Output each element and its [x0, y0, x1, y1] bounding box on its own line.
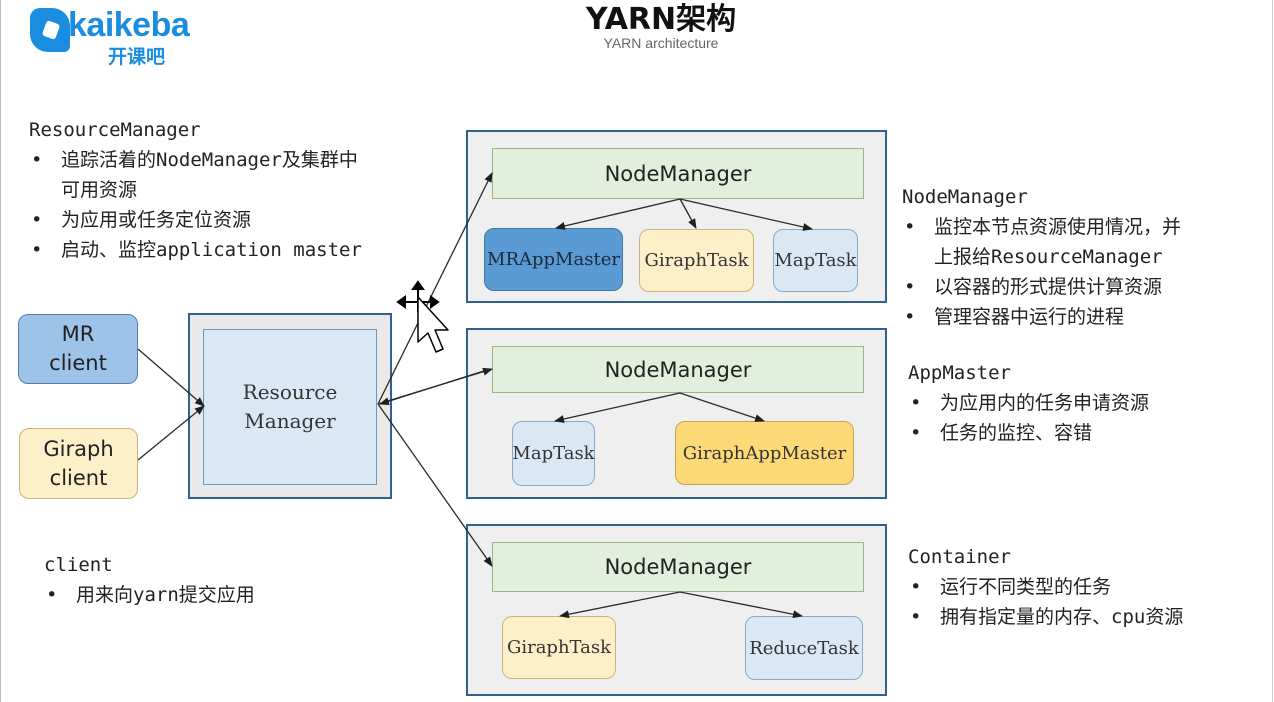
map-task-1: MapTask: [773, 229, 858, 292]
giraph-client-line1: Giraph: [43, 436, 114, 461]
reduce-task: ReduceTask: [745, 616, 863, 680]
nm-desc-item: 管理容器中运行的进程: [902, 302, 1181, 332]
rm-desc-item-text: 可用资源: [61, 179, 138, 201]
nm-desc-item: 监控本节点资源使用情况，并: [902, 212, 1181, 242]
mr-client-to-rm-arrow: [137, 348, 205, 407]
nm1-to-mrappmaster-arrow: [555, 198, 681, 230]
node2-to-rm-arrow: [379, 368, 491, 406]
container-desc-heading: Container: [908, 546, 1011, 568]
rm-to-node3-arrow: [377, 403, 493, 567]
container-desc-item: 运行不同类型的任务: [908, 572, 1183, 602]
node-manager-2: NodeManager: [492, 346, 864, 393]
nm-desc-item-continued: 上报给ResourceManager: [902, 242, 1181, 272]
rm-desc-item-continued: 可用资源: [29, 175, 362, 205]
kaikeba-logo: kaikeba 开课吧: [28, 6, 190, 68]
giraph-client-line2: client: [49, 465, 108, 490]
nm2-to-maptask-arrow: [554, 392, 681, 423]
logo-sub-text: 开课吧: [108, 46, 166, 68]
am-desc-item: 为应用内的任务申请资源: [908, 388, 1149, 418]
arrow-pointer-icon: [417, 296, 449, 353]
mr-client-box: MR client: [18, 314, 138, 384]
node-manager-3: NodeManager: [492, 542, 864, 592]
node-manager-description: NodeManager 监控本节点资源使用情况，并 上报给ResourceMan…: [902, 182, 1181, 332]
rm-desc-heading: ResourceManager: [29, 119, 201, 141]
client-desc-heading: client: [44, 554, 113, 576]
logo-mark-icon: [30, 8, 70, 52]
container-desc-item: 拥有指定量的内存、cpu资源: [908, 602, 1183, 632]
giraph-task-1: GiraphTask: [639, 229, 754, 292]
app-master-description: AppMaster 为应用内的任务申请资源 任务的监控、容错: [908, 358, 1149, 448]
resource-manager-box: Resource Manager: [203, 329, 377, 485]
client-description: client 用来向yarn提交应用: [44, 550, 255, 610]
nm2-to-giraphappmaster-arrow: [679, 392, 765, 422]
page-subtitle: YARN architecture: [603, 35, 719, 51]
giraph-client-box: Giraph client: [19, 428, 138, 499]
nm3-to-giraphtask-arrow: [559, 591, 681, 619]
nm-desc-heading: NodeManager: [902, 186, 1028, 208]
rm-desc-item: 追踪活着的NodeManager及集群中: [29, 145, 362, 175]
nm-desc-item: 以容器的形式提供计算资源: [902, 272, 1181, 302]
nm1-to-maptask-arrow: [679, 198, 813, 231]
container-description: Container 运行不同类型的任务 拥有指定量的内存、cpu资源: [908, 542, 1183, 632]
rm-box-line2: Manager: [244, 409, 336, 433]
nm3-to-reducetask-arrow: [679, 591, 803, 619]
logo-brand-text: kaikeba: [68, 6, 190, 44]
right-border: [1272, 0, 1273, 702]
mr-app-master-task: MRAppMaster: [484, 228, 623, 291]
nm-desc-item-text: 上报给ResourceManager: [934, 246, 1163, 268]
am-desc-item: 任务的监控、容错: [908, 418, 1149, 448]
resource-manager-description: ResourceManager 追踪活着的NodeManager及集群中 可用资…: [29, 115, 362, 265]
am-desc-heading: AppMaster: [908, 362, 1011, 384]
node-manager-1: NodeManager: [492, 148, 864, 199]
client-desc-item: 用来向yarn提交应用: [44, 580, 255, 610]
rm-desc-item: 启动、监控application master: [29, 235, 362, 265]
page-title: YARN架构: [585, 2, 737, 37]
mr-client-line2: client: [49, 351, 107, 375]
giraph-task-2: GiraphTask: [502, 616, 616, 679]
left-border: [0, 0, 1, 702]
mr-client-line1: MR: [61, 322, 95, 346]
rm-desc-item: 为应用或任务定位资源: [29, 205, 362, 235]
rm-box-line1: Resource: [242, 380, 338, 404]
nm1-to-giraphtask-arrow: [679, 198, 697, 229]
map-task-2: MapTask: [512, 421, 595, 486]
rm-to-node1-arrow: [377, 172, 493, 405]
giraph-client-to-rm-arrow: [137, 405, 205, 461]
